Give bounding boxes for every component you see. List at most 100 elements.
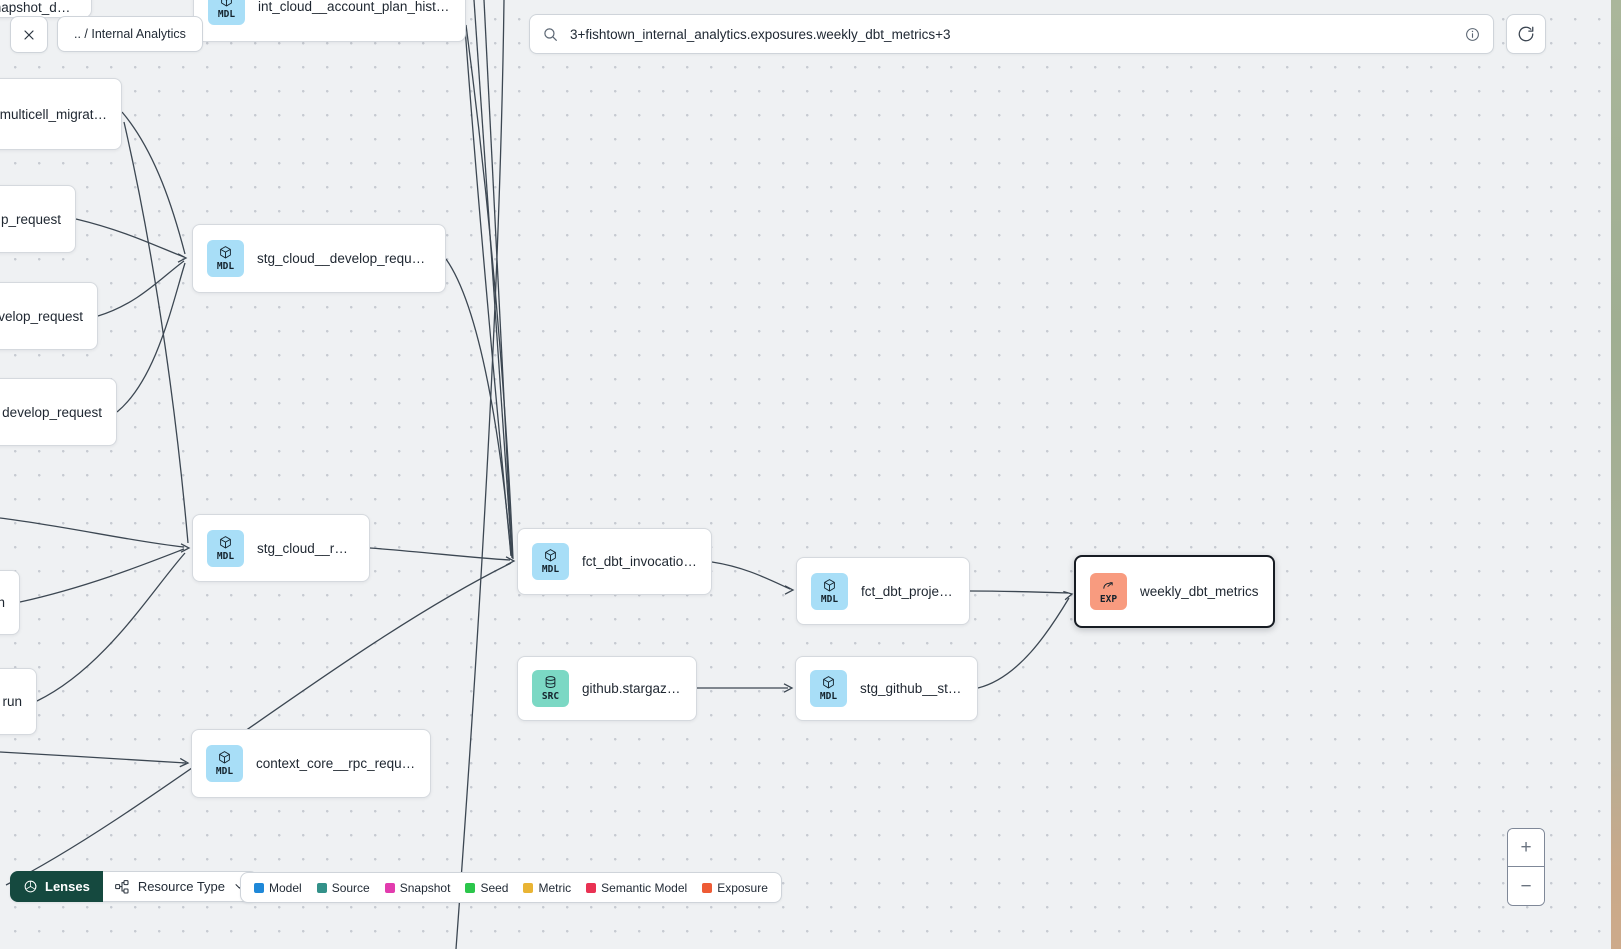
search-icon	[544, 27, 557, 41]
legend-swatch	[702, 882, 713, 893]
badge-label: MDL	[215, 766, 234, 777]
edge-arrowhead	[784, 585, 795, 595]
edge-arrowhead	[179, 757, 190, 768]
badge-label: SRC	[541, 691, 560, 702]
legend-label: Snapshot	[399, 880, 451, 895]
edge	[19, 548, 185, 603]
legend-item-source: Source	[316, 880, 370, 895]
node-label: multicell_migrat…	[0, 106, 107, 122]
model-cube-icon	[221, 0, 232, 7]
model-badge: MDL	[208, 0, 245, 25]
node-int_cloud__account_plan_history[interactable]: MDL int_cloud__account_plan_history	[193, 0, 466, 42]
model-badge: MDL	[532, 543, 569, 580]
model-badge: MDL	[207, 240, 244, 277]
node-label: stg_cloud__develop_requests	[257, 251, 431, 266]
lenses-label: Lenses	[45, 879, 90, 894]
desktop-wallpaper-edge	[1611, 0, 1621, 949]
legend-item-model: Model	[254, 881, 302, 895]
node-label: weekly_dbt_metrics	[1140, 584, 1259, 599]
lenses-aperture-icon	[24, 880, 37, 893]
lenses-button[interactable]: Lenses	[10, 871, 103, 902]
badge-label: MDL	[820, 593, 839, 605]
node-develop_request[interactable]: develop_request	[0, 378, 117, 446]
model-cube-icon	[824, 578, 835, 591]
breadcrumb[interactable]: .. / Internal Analytics	[57, 16, 203, 52]
model-badge: MDL	[206, 745, 243, 782]
edge	[121, 111, 186, 255]
node-stg_github__stars[interactable]: MDL stg_github__stars	[795, 656, 978, 721]
node-label: stg_github__stars	[860, 681, 963, 696]
resource-type-dropdown[interactable]: Resource Type	[102, 871, 259, 902]
edge	[445, 258, 512, 556]
node-label: velop_request	[0, 308, 83, 324]
node-label: int_cloud__account_plan_history	[258, 0, 451, 14]
node-context_core__rpc_request[interactable]: MDL context_core__rpc_request	[191, 729, 431, 798]
model-cube-icon	[545, 549, 556, 562]
legend-label: Source	[331, 880, 370, 895]
refresh-icon	[1518, 26, 1534, 42]
edge-arrowhead	[1063, 590, 1074, 601]
model-cube-icon	[219, 751, 230, 764]
edge	[455, 0, 505, 949]
edge	[123, 121, 189, 544]
zoom-in-button[interactable]: +	[1508, 829, 1544, 867]
edge-arrowhead	[783, 683, 794, 693]
edge	[0, 751, 187, 764]
node-label: context_core__rpc_request	[256, 756, 416, 771]
model-cube-icon	[823, 676, 834, 689]
edge	[116, 262, 186, 413]
close-button[interactable]	[10, 16, 48, 53]
legend-label: Model	[269, 880, 302, 895]
edge	[0, 517, 185, 548]
edge-arrowhead	[505, 556, 516, 566]
node-snapshot_daily[interactable]: snapshot_daily	[0, 0, 92, 18]
edge	[75, 218, 185, 258]
badge-label: MDL	[216, 261, 235, 272]
model-badge: MDL	[810, 670, 847, 707]
legend-item-metric: Metric	[523, 881, 571, 895]
legend-item-snapshot: Snapshot	[384, 880, 451, 895]
legend-label: Semantic Model	[601, 880, 688, 895]
node-weekly_dbt_metrics[interactable]: EXP weekly_dbt_metrics	[1074, 555, 1275, 628]
node-n_partial[interactable]: n	[0, 570, 20, 635]
node-run_partial[interactable]: run	[0, 668, 37, 735]
legend-swatch	[586, 882, 597, 893]
edge	[5, 562, 512, 886]
node-label: fct_dbt_projects	[861, 583, 955, 599]
legend-label: Metric	[538, 880, 572, 895]
badge-label: MDL	[216, 550, 235, 562]
badge-label: EXP	[1099, 594, 1118, 605]
badge-label: MDL	[541, 564, 560, 575]
edge	[36, 552, 186, 702]
legend-swatch	[254, 882, 264, 893]
node-label: p_request	[0, 211, 61, 227]
legend-swatch	[465, 882, 476, 893]
model-cube-icon	[220, 246, 231, 259]
model-cube-icon	[220, 535, 231, 548]
resource-type-label: Resource Type	[137, 879, 226, 894]
node-label: develop_request	[2, 404, 102, 420]
node-velop_request[interactable]: velop_request	[0, 282, 98, 350]
edge-arrowhead	[180, 543, 191, 553]
node-label: snapshot_daily	[0, 0, 77, 15]
node-stg_cloud__develop_requests[interactable]: MDL stg_cloud__develop_requests	[192, 224, 446, 293]
model-badge: MDL	[811, 572, 848, 610]
node-fct_dbt_projects[interactable]: MDL fct_dbt_projects	[796, 557, 970, 625]
resource-type-icon	[114, 879, 129, 893]
node-multicell_migrat[interactable]: multicell_migrat…	[0, 78, 122, 150]
info-icon[interactable]	[1464, 26, 1481, 43]
refresh-button[interactable]	[1506, 14, 1546, 54]
zoom-out-button[interactable]: −	[1508, 867, 1544, 905]
legend-item-semantic-model: Semantic Model	[586, 881, 687, 895]
edge	[711, 561, 791, 590]
source-database-icon	[545, 676, 556, 688]
legend-swatch	[523, 882, 534, 893]
search-input[interactable]	[568, 25, 1455, 43]
legend-swatch	[384, 882, 395, 893]
node-p_request[interactable]: p_request	[0, 185, 76, 253]
